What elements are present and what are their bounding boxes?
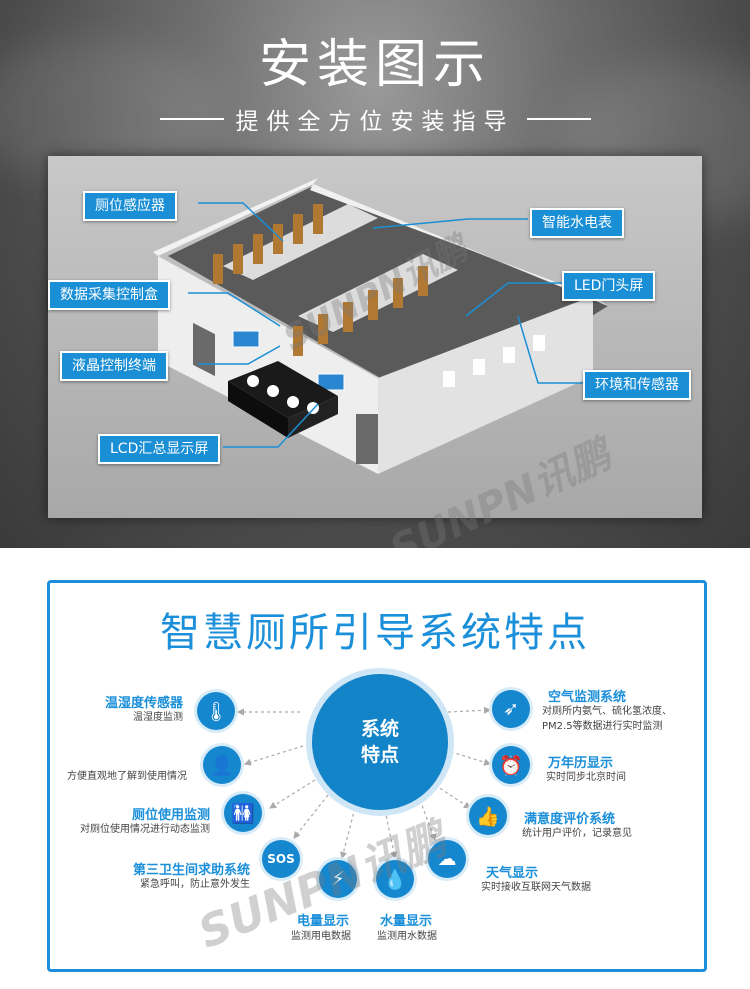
callout-lcd-terminal: 液晶控制终端 bbox=[60, 351, 168, 381]
page-title: 安装图示 bbox=[258, 35, 491, 95]
callout-data-box: 数据采集控制盒 bbox=[48, 280, 170, 310]
callout-smart-meter: 智能水电表 bbox=[530, 208, 624, 238]
feature-desc-toilet-monitor: 对厕位使用情况进行动态监测 bbox=[80, 824, 210, 835]
restroom-icon: 🚻 bbox=[224, 794, 262, 832]
feature-title-calendar: 万年历显示 bbox=[548, 756, 614, 771]
feature-desc-water: 监测用水数据 bbox=[377, 931, 437, 942]
feature-desc-rating: 统计用户评价，记录意见 bbox=[522, 828, 632, 839]
feature-desc-calendar: 实时同步北京时间 bbox=[546, 772, 626, 783]
toilet-floorplan-illustration bbox=[48, 156, 702, 518]
divider-left bbox=[159, 118, 224, 120]
feature-title-power: 电量显示 bbox=[297, 914, 350, 929]
water-drop-icon: 💧 bbox=[376, 860, 414, 898]
feature-desc-temperature: 温湿度监测 bbox=[133, 712, 183, 723]
center-label-line2: 特点 bbox=[360, 744, 399, 766]
feature-title-weather: 天气显示 bbox=[486, 866, 539, 881]
thumbs-up-icon: 👍 bbox=[469, 797, 507, 835]
cloud-icon: ☁ bbox=[428, 840, 466, 878]
callout-toilet-sensor: 厕位感应器 bbox=[83, 191, 177, 221]
air-icon: ➶ bbox=[492, 690, 530, 728]
feature-title-air: 空气监测系统 bbox=[548, 690, 627, 705]
callout-led-door: LED门头屏 bbox=[562, 271, 656, 301]
thermometer-icon: 🌡 bbox=[197, 692, 235, 730]
feature-desc-air-line1: 对厕所内氨气、硫化氢浓度、 bbox=[542, 706, 672, 717]
feature-desc-power: 监测用电数据 bbox=[291, 931, 351, 942]
feature-title-toilet-monitor: 厕位使用监测 bbox=[131, 808, 210, 823]
feature-desc-weather: 实时接收互联网天气数据 bbox=[481, 882, 591, 893]
feature-title-sos: 第三卫生间求助系统 bbox=[132, 863, 250, 878]
feature-title-water: 水量显示 bbox=[380, 914, 433, 929]
lightning-icon: ⚡ bbox=[319, 860, 357, 898]
feature-desc-air-line2: PM2.5等数据进行实时监测 bbox=[542, 721, 663, 732]
subtitle-row: 提供全方位安装指导 bbox=[0, 104, 750, 135]
sos-icon: SOS bbox=[262, 840, 300, 878]
feature-desc-sos: 紧急呼叫，防止意外发生 bbox=[140, 879, 250, 890]
system-features-circle: 系统 特点 bbox=[306, 668, 454, 816]
alarm-clock-icon: ⏰ bbox=[492, 746, 530, 784]
center-label-line1: 系统 bbox=[360, 718, 399, 740]
feature-desc-usage: 方便直观地了解到使用情况 bbox=[67, 771, 187, 782]
divider-right bbox=[526, 118, 591, 120]
feature-title-rating: 满意度评价系统 bbox=[524, 812, 616, 827]
install-banner: 安装图示 提供全方位安装指导 bbox=[0, 0, 750, 548]
feature-title-temperature: 温湿度传感器 bbox=[104, 696, 183, 711]
callout-lcd-display: LCD汇总显示屏 bbox=[98, 434, 221, 464]
callout-env-sensor: 环境和传感器 bbox=[583, 370, 691, 400]
subtitle: 提供全方位安装指导 bbox=[235, 109, 515, 135]
features-title: 智慧厕所引导系统特点 bbox=[160, 610, 590, 656]
person-icon: 👤 bbox=[203, 746, 241, 784]
